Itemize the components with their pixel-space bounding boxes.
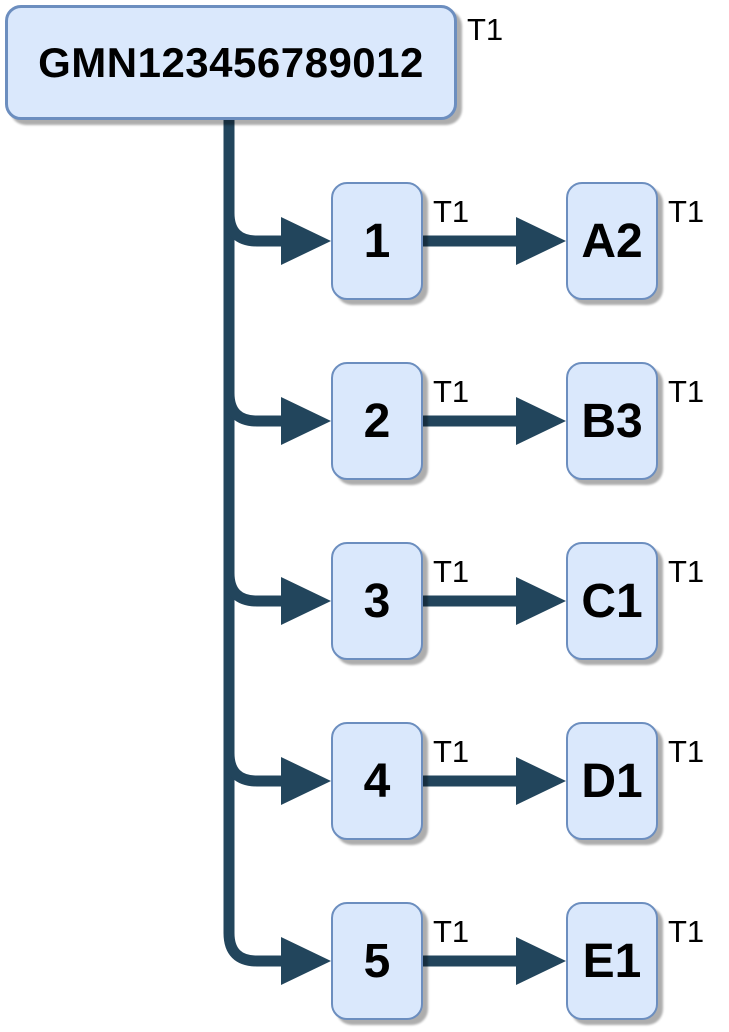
target-tag-label: T1 <box>668 194 705 229</box>
source-node-2[interactable]: 2 <box>331 362 423 480</box>
branch-elbow <box>223 212 286 247</box>
source-node-5[interactable]: 5 <box>331 902 423 1020</box>
diagram-row: 5 T1 E1 T1 <box>0 902 729 1020</box>
branch-arrowhead <box>281 937 331 985</box>
target-node-e1[interactable]: E1 <box>566 902 658 1020</box>
branch-elbow <box>223 392 286 427</box>
edge-arrowhead <box>516 217 566 265</box>
target-tag-label: T1 <box>668 734 705 769</box>
target-node-a2[interactable]: A2 <box>566 182 658 300</box>
source-node-label: 2 <box>363 394 391 448</box>
root-tag-label: T1 <box>467 12 504 47</box>
source-tag-label: T1 <box>433 914 470 949</box>
target-tag-label: T1 <box>668 554 705 589</box>
branch-arrowhead <box>281 397 331 445</box>
target-node-label: E1 <box>582 934 642 988</box>
target-node-label: B3 <box>581 394 643 448</box>
edge-arrowhead <box>516 937 566 985</box>
diagram-row: 3 T1 C1 T1 <box>0 542 729 660</box>
root-node-label: GMN123456789012 <box>38 38 424 86</box>
edge-arrowhead <box>516 757 566 805</box>
target-node-c1[interactable]: C1 <box>566 542 658 660</box>
diagram-row: 4 T1 D1 T1 <box>0 722 729 840</box>
target-node-label: A2 <box>581 214 643 268</box>
edge-arrowhead <box>516 577 566 625</box>
branch-elbow <box>223 752 286 787</box>
edge-arrowhead <box>516 397 566 445</box>
target-node-d1[interactable]: D1 <box>566 722 658 840</box>
target-tag-label: T1 <box>668 914 705 949</box>
source-node-3[interactable]: 3 <box>331 542 423 660</box>
source-node-label: 4 <box>363 754 391 808</box>
source-tag-label: T1 <box>433 374 470 409</box>
diagram-row: 2 T1 B3 T1 <box>0 362 729 480</box>
source-node-label: 5 <box>363 934 391 988</box>
branch-arrowhead <box>281 577 331 625</box>
target-tag-label: T1 <box>668 374 705 409</box>
branch-elbow <box>223 572 286 607</box>
source-node-label: 3 <box>363 574 391 628</box>
branch-arrowhead <box>281 757 331 805</box>
root-node[interactable]: GMN123456789012 <box>5 5 457 120</box>
source-tag-label: T1 <box>433 194 470 229</box>
branch-arrowhead <box>281 217 331 265</box>
source-tag-label: T1 <box>433 554 470 589</box>
source-tag-label: T1 <box>433 734 470 769</box>
target-node-b3[interactable]: B3 <box>566 362 658 480</box>
target-node-label: D1 <box>581 754 643 808</box>
target-node-label: C1 <box>581 574 643 628</box>
source-node-1[interactable]: 1 <box>331 182 423 300</box>
trunk-line <box>223 118 286 967</box>
source-node-label: 1 <box>363 214 391 268</box>
diagram-row: 1 T1 A2 T1 <box>0 182 729 300</box>
source-node-4[interactable]: 4 <box>331 722 423 840</box>
